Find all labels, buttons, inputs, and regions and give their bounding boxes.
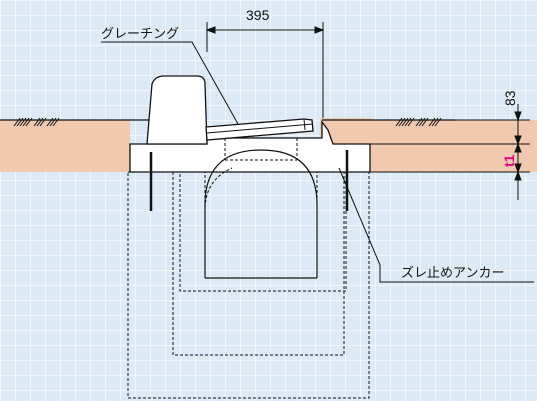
anchor-leader <box>338 167 534 283</box>
grating-label: グレーチング <box>101 27 179 42</box>
dimension-thickness-label: t1 <box>501 154 517 167</box>
dimension-width <box>205 22 325 118</box>
dimension-vertical <box>370 104 530 200</box>
curb-block <box>146 75 208 145</box>
ground-hatch-right <box>395 117 442 127</box>
gutter-arch <box>204 149 318 278</box>
foundation-dashed-outlines <box>127 171 370 399</box>
dimension-width-label: 395 <box>246 7 270 23</box>
soil-right <box>370 120 537 172</box>
anchor-label: ズレ止めアンカー <box>401 265 504 281</box>
gutter-arch-inner <box>204 167 233 278</box>
gutter-top-dashed <box>224 138 298 161</box>
soil-left <box>0 120 130 172</box>
ground-hatch-left <box>13 117 60 127</box>
grating <box>205 118 314 141</box>
dimension-height-label: 83 <box>502 90 518 106</box>
grating-leader <box>101 41 239 125</box>
